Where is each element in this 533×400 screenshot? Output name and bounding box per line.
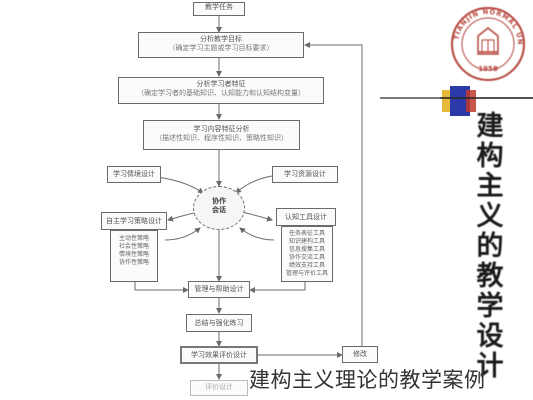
box-teaching-task: 教学任务 [193, 2, 245, 16]
tool-item: 绩效支持工具 [288, 262, 325, 269]
vertical-title-char: 计 [476, 351, 504, 382]
seal-year: 1958 [478, 65, 498, 73]
center-circle: 协作 会话 [193, 186, 245, 230]
box-manage-help: 管理与帮助设计 [188, 281, 250, 298]
arrow-resource-to-center [235, 175, 273, 194]
vertical-title-char: 建 [476, 111, 504, 142]
arrow-revise-feedback [304, 42, 363, 346]
box-manage-help-label: 管理与帮助设计 [194, 285, 244, 293]
arrow-tools-to-center [239, 227, 275, 241]
vertical-title: 建 构 主 义 的 教 学 设 计 [470, 112, 510, 382]
box-situation-design: 学习情境设计 [107, 166, 161, 183]
university-seal-image: TIANJIN NORMAL UNIVERSITY 1958 [444, 0, 525, 81]
arrow-center-to-tools [241, 211, 273, 222]
box-evaluate-design-label: 学习效果评价设计 [191, 351, 247, 359]
box-summary-label: 总结与强化练习 [194, 319, 244, 327]
box-evaluate-design: 学习效果评价设计 [180, 346, 258, 364]
autonomy-item: 情境性策略 [118, 251, 149, 258]
box-cognitive-tools-title-label: 认知工具设计 [285, 213, 327, 221]
box-content-analysis: 学习内容特征分析 （描述性知识、程序性知识、策略性知识） [143, 120, 300, 150]
box-resource-design-label: 学习资源设计 [284, 170, 326, 178]
box-content-analysis-title: 学习内容特征分析 [193, 125, 250, 133]
box-autonomy-title-label: 自主学习策略设计 [106, 217, 162, 225]
vertical-title-char: 设 [476, 321, 504, 352]
vertical-title-char: 构 [476, 141, 504, 172]
university-seal: TIANJIN NORMAL UNIVERSITY 1958 [444, 0, 528, 89]
vertical-title-char: 义 [476, 201, 504, 232]
box-revise: 修改 [342, 346, 378, 363]
center-conversation: 会话 [212, 206, 226, 214]
vertical-title-char: 学 [476, 291, 504, 322]
box-cognitive-tools-title: 认知工具设计 [276, 208, 336, 226]
arrow-autonomy-to-center [164, 227, 201, 241]
box-analyze-goal-title: 分析教学目标 [200, 35, 242, 43]
box-resource-design: 学习资源设计 [272, 166, 338, 183]
autonomy-item: 社会性策略 [118, 243, 149, 250]
autonomy-strategy-list: 主动性策略 社会性策略 情境性策略 协作性策略 [110, 230, 158, 282]
box-content-analysis-detail: （描述性知识、程序性知识、策略性知识） [155, 134, 288, 142]
box-summary: 总结与强化练习 [186, 314, 252, 332]
box-analyze-goal-detail: （确定学习主题或学习目标要求） [168, 44, 274, 52]
tool-item: 管理与评价工具 [285, 270, 328, 277]
tool-item: 任务表征工具 [288, 230, 325, 237]
box-analyze-learner-title: 分析学习者特征 [196, 80, 246, 88]
autonomy-item: 主动性策略 [118, 235, 149, 242]
box-revise-label: 修改 [353, 350, 367, 358]
box-autonomy-title: 自主学习策略设计 [101, 212, 167, 230]
center-collaboration: 协作 [212, 197, 226, 205]
tool-item: 协作交流工具 [288, 254, 325, 261]
page-caption: 建构主义理论的教学案例 [249, 368, 486, 392]
box-analyze-learner-detail: （确定学习者的基础知识、认知能力和认知结构变量） [137, 89, 305, 97]
vertical-title-char: 的 [476, 231, 504, 262]
tool-item: 知识建构工具 [288, 238, 325, 245]
box-bottom-design-label: 评价设计 [205, 383, 233, 391]
cognitive-tools-list: 任务表征工具 知识建构工具 信息搜集工具 协作交流工具 绩效支持工具 管理与评价… [281, 226, 333, 282]
vertical-title-char: 主 [476, 171, 504, 202]
tool-item: 信息搜集工具 [288, 246, 325, 253]
box-bottom-design: 评价设计 [190, 380, 248, 396]
autonomy-item: 协作性策略 [118, 259, 149, 266]
arrow-tools-to-manage [249, 282, 306, 293]
vertical-title-char: 教 [476, 261, 504, 292]
svg-text:TIANJIN NORMAL UNIVERSITY: TIANJIN NORMAL UNIVERSITY [448, 4, 524, 46]
arrow-autonomy-to-manage [134, 282, 189, 293]
box-analyze-goal: 分析教学目标 （确定学习主题或学习目标要求） [138, 32, 304, 58]
box-situation-design-label: 学习情境设计 [113, 170, 155, 178]
box-teaching-task-label: 教学任务 [205, 3, 233, 11]
box-analyze-learner: 分析学习者特征 （确定学习者的基础知识、认知能力和认知结构变量） [118, 77, 324, 104]
decorative-stripe [440, 86, 533, 116]
